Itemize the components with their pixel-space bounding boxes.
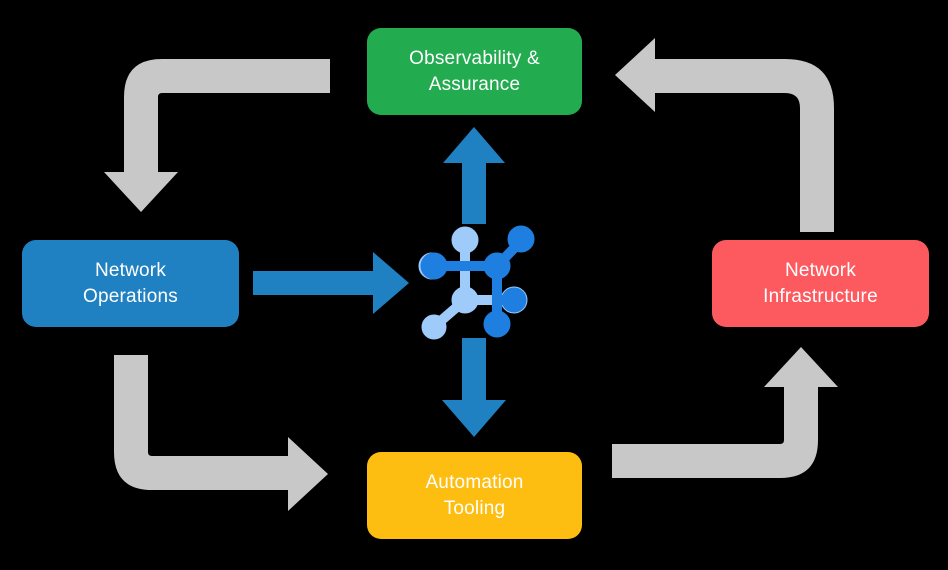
gray-arrow-automation-to-infrastructure [612, 347, 838, 478]
node-observability-assurance[interactable]: Observability & Assurance [367, 28, 582, 115]
gray-arrow-observability-to-operations [104, 59, 330, 212]
blue-arrow-center-to-automation [442, 338, 506, 437]
node-automation-tooling[interactable]: Automation Tooling [367, 452, 582, 539]
network-icon-primary-layer [420, 225, 535, 338]
gray-arrow-operations-to-automation [114, 355, 328, 511]
gray-arrow-infrastructure-to-observability [615, 38, 834, 232]
node-network-infrastructure[interactable]: Network Infrastructure [712, 240, 929, 327]
blue-arrow-center-to-observability [443, 127, 505, 224]
network-topology-icon [418, 225, 535, 340]
blue-arrow-operations-to-center [253, 252, 409, 314]
node-network-operations[interactable]: Network Operations [22, 240, 239, 327]
